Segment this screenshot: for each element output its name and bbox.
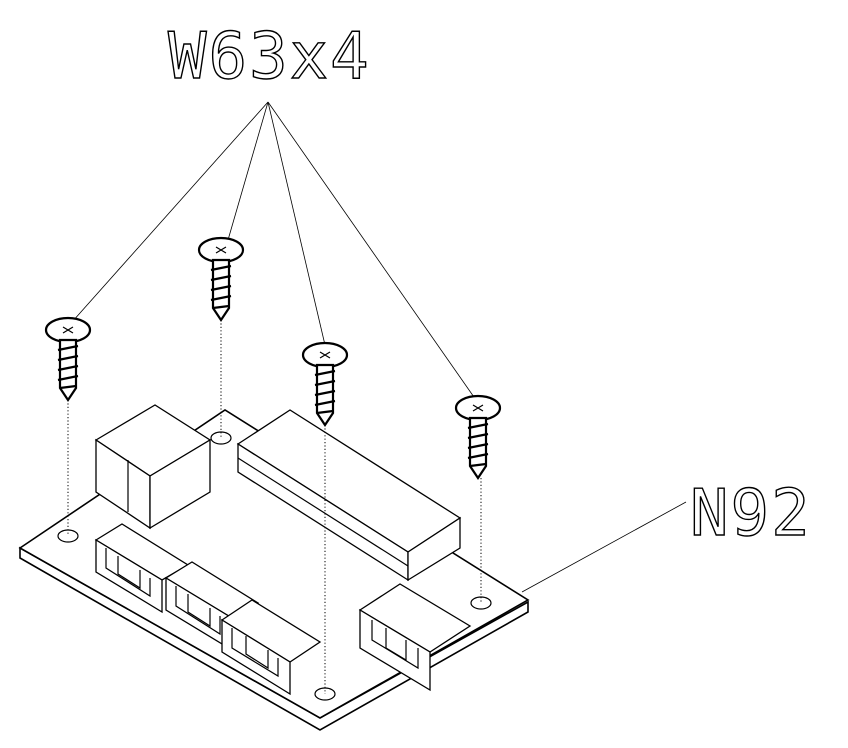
mount-hole	[57, 529, 79, 543]
connector-4	[358, 583, 472, 692]
alignment-lines	[67, 320, 482, 694]
circuit-board	[18, 404, 530, 731]
screw	[44, 316, 92, 402]
mount-hole	[210, 431, 232, 445]
relay-small	[94, 404, 212, 530]
leader-line-screw-2	[227, 101, 269, 241]
connector-3	[220, 599, 322, 696]
screw-callout-label: W63x4	[168, 20, 371, 94]
mount-hole	[470, 596, 492, 610]
board-callout-label: N92	[690, 477, 812, 551]
relay-large	[236, 409, 462, 582]
screw	[454, 394, 502, 480]
connector-2	[164, 561, 260, 652]
leader-line-screw-1	[71, 101, 269, 323]
leader-line-board	[521, 501, 687, 593]
screw	[197, 236, 245, 322]
leader-line-screw-4	[267, 101, 477, 401]
screw-leader-lines	[71, 101, 477, 401]
leader-line-screw-3	[267, 101, 326, 346]
screw	[301, 341, 349, 427]
